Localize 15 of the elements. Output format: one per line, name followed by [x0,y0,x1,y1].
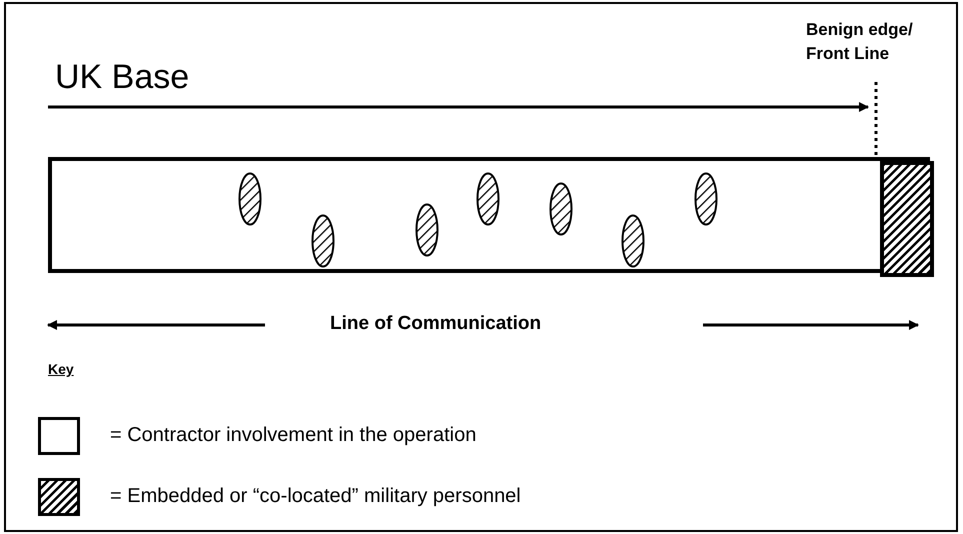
hatched-oval [621,214,645,268]
legend-text: = Contractor involvement in the operation [110,424,476,447]
legend-text: = Embedded or “co-located” military personnel [110,485,521,508]
hatched-oval [415,203,439,257]
front-line-block [880,161,934,277]
key-heading: Key [48,361,74,377]
hatched-oval [476,172,500,226]
hatched-oval [238,172,262,226]
hatched-oval [694,172,718,226]
front-line-label: Benign edge/ Front Line [806,18,958,80]
hatched-oval [311,214,335,268]
section-heading: UK Base [55,58,190,97]
axis-label: Line of Communication [330,313,542,335]
hatched-oval [549,182,573,236]
leader-line [874,82,878,157]
